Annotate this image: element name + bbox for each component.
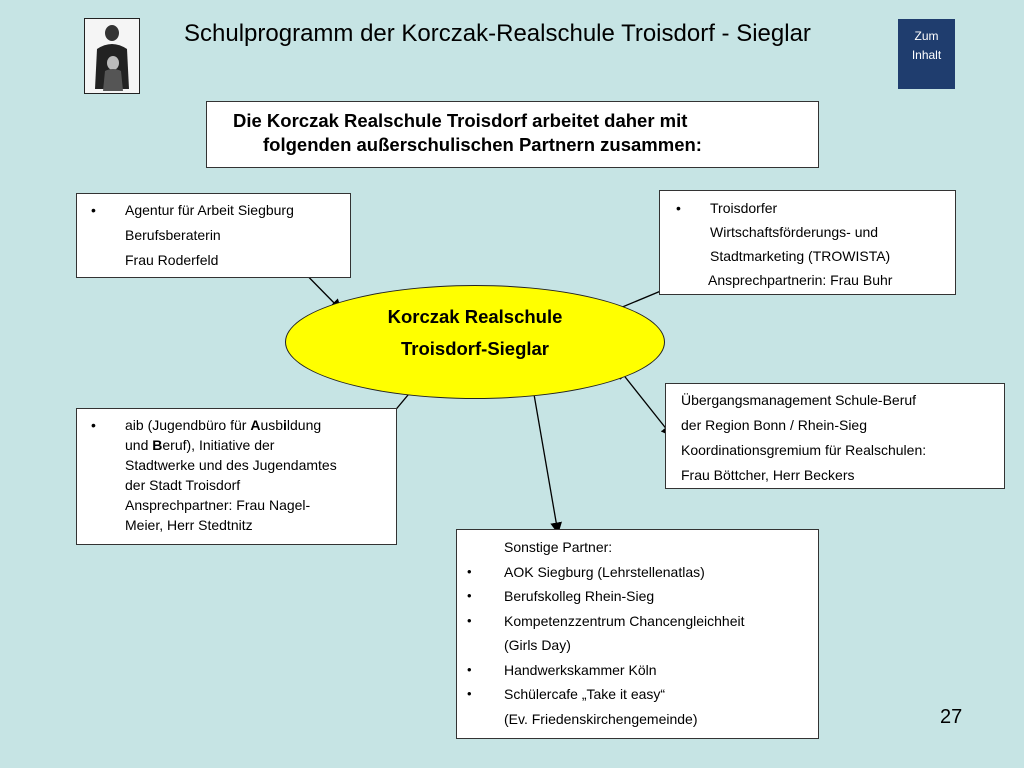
page-number: 27 — [940, 706, 963, 728]
headline-line2: folgenden außerschulischen Partnern zusa… — [263, 134, 702, 155]
agentur-line3: Frau Roderfeld — [125, 252, 219, 268]
uebergang-line2: der Region Bonn / Rhein-Sieg — [681, 417, 868, 433]
sonstige-list-item: (Ev. Friedenskirchengemeinde) — [457, 707, 818, 732]
zum-inhalt-label-line1: Zum — [914, 29, 939, 43]
uebergang-line4: Frau Böttcher, Herr Beckers — [681, 467, 855, 483]
aib-line4: der Stadt Troisdorf — [125, 477, 241, 493]
trowista-line2: Wirtschaftsförderungs- und — [710, 224, 879, 240]
bullet-dot: • — [467, 612, 472, 628]
aib-line6: Meier, Herr Stedtnitz — [125, 517, 253, 533]
uebergang-line1: Übergangsmanagement Schule-Beruf — [681, 392, 917, 408]
sonstige-list-item: • AOK Siegburg (Lehrstellenatlas) — [457, 560, 818, 585]
agentur-line2: Berufsberaterin — [125, 227, 221, 243]
trowista-line1: Troisdorfer — [710, 200, 778, 216]
partner-box-uebergang: Übergangsmanagement Schule-Beruf der Reg… — [665, 383, 1005, 489]
trowista-line3: Stadtmarketing (TROWISTA) — [710, 248, 891, 264]
sonstige-list-item: • Schülercafe „Take it easy“ — [457, 682, 818, 707]
center-line2: Troisdorf-Sieglar — [400, 338, 550, 359]
partner-box-sonstige: Sonstige Partner: • AOK Siegburg (Lehrste… — [456, 529, 819, 739]
korczak-portrait-image — [84, 18, 140, 94]
sonstige-item-text: Handwerkskammer Köln — [504, 661, 657, 678]
bullet-dot: • — [91, 417, 96, 433]
arrow-sonstige — [527, 375, 562, 535]
agentur-line1: Agentur für Arbeit Siegburg — [125, 202, 294, 218]
aib-line3: Stadtwerke und des Jugendamtes — [125, 457, 337, 473]
sonstige-item-text: (Girls Day) — [504, 637, 571, 653]
sonstige-item-text: Berufskolleg Rhein-Sieg — [504, 588, 655, 604]
sonstige-item-text: (Ev. Friedenskirchengemeinde) — [504, 710, 698, 727]
sonstige-item-text: Kompetenzzentrum Chancengleichheit — [504, 612, 745, 629]
sonstige-list-item: (Girls Day) — [457, 633, 818, 658]
bullet-dot: • — [467, 686, 472, 701]
center-school-ellipse — [285, 285, 665, 399]
bullet-dot: • — [467, 588, 472, 603]
uebergang-line3: Koordinationsgremium für Realschulen: — [681, 442, 927, 458]
sonstige-item-text: Schülercafe „Take it easy“ — [504, 686, 666, 702]
partner-box-agentur: • Agentur für Arbeit Siegburg Berufsbera… — [76, 193, 351, 278]
sonstige-heading: Sonstige Partner: — [504, 539, 613, 555]
trowista-line4: Ansprechpartnerin: Frau Buhr — [708, 272, 893, 288]
aib-line1: aib (Jugendbüro für Ausbildung — [125, 417, 322, 433]
center-school-label: Korczak Realschule Troisdorf-Sieglar — [285, 301, 665, 365]
sonstige-list-item: • Kompetenzzentrum Chancengleichheit — [457, 609, 818, 634]
partner-box-aib: • aib (Jugendbüro für Ausbildung und Ber… — [76, 408, 397, 545]
bullet-dot: • — [91, 202, 96, 218]
arrow-uebergang — [617, 367, 673, 437]
bullet-dot: • — [467, 563, 472, 579]
center-line1: Korczak Realschule — [387, 306, 563, 327]
zum-inhalt-button[interactable]: Zum Inhalt — [898, 19, 955, 89]
zum-inhalt-label-line2: Inhalt — [911, 48, 942, 62]
sonstige-list-item: • Handwerkskammer Köln — [457, 658, 818, 683]
headline-box: Die Korczak Realschule Troisdorf arbeite… — [206, 101, 819, 168]
aib-line2: und Beruf), Initiative der — [125, 437, 275, 453]
bullet-dot: • — [467, 661, 472, 677]
sonstige-list: • AOK Siegburg (Lehrstellenatlas) • Berufsk… — [457, 560, 818, 732]
bullet-dot: • — [676, 200, 681, 216]
aib-line5: Ansprechpartner: Frau Nagel- — [125, 497, 311, 513]
partner-box-trowista: • Troisdorfer Wirtschaftsförderungs- und… — [659, 190, 956, 295]
slide-title: Schulprogramm der Korczak-Realschule Tro… — [184, 20, 811, 47]
sonstige-item-text: AOK Siegburg (Lehrstellenatlas) — [504, 563, 705, 580]
sonstige-list-item: • Berufskolleg Rhein-Sieg — [457, 584, 818, 609]
headline-line1: Die Korczak Realschule Troisdorf arbeite… — [233, 110, 688, 131]
